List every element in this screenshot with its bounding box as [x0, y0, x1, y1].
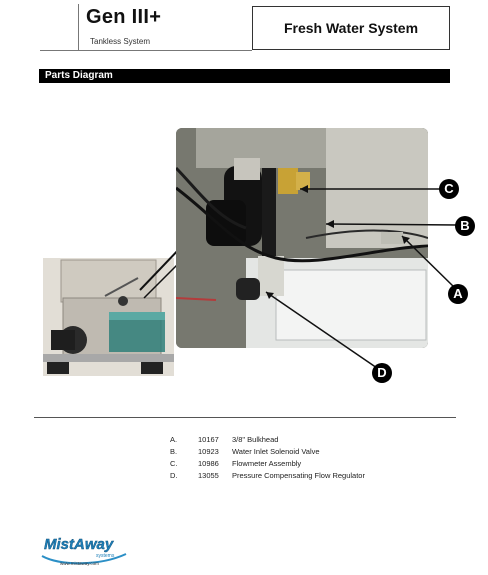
section-title: Parts Diagram: [39, 69, 450, 83]
part-letter: B.: [170, 447, 178, 456]
part-number: 13055: [198, 471, 219, 480]
part-description: Pressure Compensating Flow Regulator: [232, 471, 365, 480]
part-description: Water Inlet Solenoid Valve: [232, 447, 320, 456]
detail-photo: [176, 128, 428, 348]
mistaway-logo: MistAway systems www.mistaway.com: [40, 532, 130, 568]
callout-d: D: [377, 365, 387, 380]
parts-divider: [34, 417, 456, 418]
part-description: 3/8" Bulkhead: [232, 435, 279, 444]
callout-b: B: [460, 218, 470, 233]
callout-c: C: [444, 181, 454, 196]
part-number: 10923: [198, 447, 219, 456]
part-row-d: D. 13055 Pressure Compensating Flow Regu…: [170, 470, 365, 482]
header-underline: [40, 50, 252, 51]
logo-brand: MistAway: [44, 536, 114, 553]
part-letter: A.: [170, 435, 178, 444]
part-row-a: A. 10167 3/8" Bulkhead: [170, 434, 365, 446]
header-divider: [78, 4, 79, 50]
product-name: Gen III+: [86, 6, 162, 28]
part-letter: D.: [170, 471, 178, 480]
logo-sub: systems: [96, 553, 115, 559]
part-description: Flowmeter Assembly: [232, 459, 302, 468]
logo-url: www.mistaway.com: [60, 561, 99, 566]
part-row-b: B. 10923 Water Inlet Solenoid Valve: [170, 446, 365, 458]
callout-a: A: [453, 286, 463, 301]
parts-list: A. 10167 3/8" Bulkhead B. 10923 Water In…: [170, 434, 365, 482]
part-number: 10986: [198, 459, 219, 468]
document-title: Fresh Water System: [252, 6, 450, 50]
part-letter: C.: [170, 459, 178, 468]
product-subtitle: Tankless System: [90, 37, 151, 46]
part-number: 10167: [198, 435, 219, 444]
part-row-c: C. 10986 Flowmeter Assembly: [170, 458, 365, 470]
